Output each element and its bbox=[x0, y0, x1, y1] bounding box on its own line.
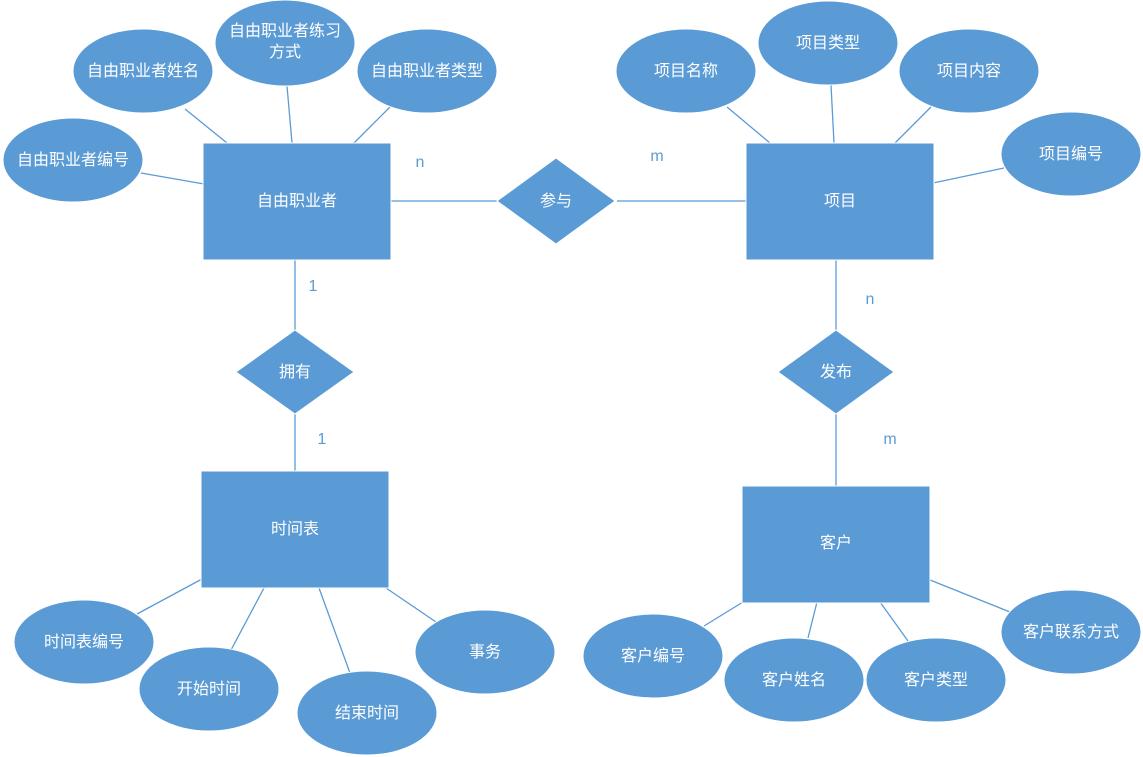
connector-lines bbox=[136, 84, 1011, 674]
svg-text:自由职业者编号: 自由职业者编号 bbox=[17, 150, 129, 169]
svg-text:自由职业者练习: 自由职业者练习 bbox=[229, 21, 341, 40]
svg-text:自由职业者类型: 自由职业者类型 bbox=[371, 61, 483, 80]
cardinality-participate-project: m bbox=[650, 148, 663, 165]
relationship-label: 参与 bbox=[540, 191, 572, 210]
attribute-start-time[interactable]: 开始时间 bbox=[138, 646, 280, 732]
svg-text:时间表编号: 时间表编号 bbox=[44, 632, 124, 651]
cardinality-publish-client: m bbox=[883, 431, 896, 448]
entity-box bbox=[202, 142, 392, 261]
relationship-diamond bbox=[235, 329, 355, 415]
cardinality-participate-freelancer: n bbox=[416, 154, 425, 171]
attribute-project-name[interactable]: 项目名称 bbox=[615, 28, 757, 114]
edge-attr-start-time bbox=[230, 587, 265, 651]
attribute-affair[interactable]: 事务 bbox=[414, 609, 556, 695]
attribute-project-id[interactable]: 项目编号 bbox=[1000, 111, 1142, 197]
edge-attr-project-id bbox=[932, 167, 1005, 184]
edge-attr-freelancer-id bbox=[140, 172, 205, 185]
entity-client[interactable]: 客户 bbox=[741, 485, 931, 604]
attribute-freelancer-name[interactable]: 自由职业者姓名 bbox=[72, 28, 214, 114]
svg-text:项目内容: 项目内容 bbox=[937, 61, 1001, 80]
entity-label: 客户 bbox=[820, 533, 852, 552]
svg-text:事务: 事务 bbox=[469, 642, 501, 661]
relationship-label: 拥有 bbox=[279, 362, 311, 381]
attribute-project-type[interactable]: 项目类型 bbox=[757, 0, 899, 86]
attribute-client-name[interactable]: 客户姓名 bbox=[723, 637, 865, 723]
edge-attr-affair bbox=[385, 587, 437, 623]
entity-label: 项目 bbox=[824, 191, 856, 210]
svg-text:自由职业者姓名: 自由职业者姓名 bbox=[87, 61, 199, 80]
edge-attr-freelancer-name bbox=[184, 108, 228, 144]
svg-text:客户编号: 客户编号 bbox=[621, 646, 685, 665]
entity-box bbox=[200, 470, 390, 589]
edge-attr-client-contact bbox=[929, 579, 1011, 613]
svg-text:项目类型: 项目类型 bbox=[796, 33, 860, 52]
attribute-freelancer-id[interactable]: 自由职业者编号 bbox=[2, 117, 144, 203]
svg-text:项目编号: 项目编号 bbox=[1039, 144, 1103, 163]
relationship-participate[interactable]: 参与 bbox=[496, 157, 616, 245]
entity-box bbox=[741, 485, 931, 604]
attribute-timetable-id[interactable]: 时间表编号 bbox=[13, 599, 155, 685]
edge-attr-client-type bbox=[879, 601, 909, 642]
edge-attr-project-name bbox=[726, 106, 771, 144]
edge-attr-client-name bbox=[807, 601, 818, 639]
edge-attr-end-time bbox=[318, 587, 351, 674]
entity-freelancer[interactable]: 自由职业者 bbox=[202, 142, 392, 261]
attribute-client-contact[interactable]: 客户联系方式 bbox=[1000, 589, 1142, 675]
svg-text:客户姓名: 客户姓名 bbox=[762, 670, 826, 689]
cardinality-own-freelancer: 1 bbox=[309, 278, 318, 295]
attribute-client-id[interactable]: 客户编号 bbox=[582, 613, 724, 699]
entity-box bbox=[745, 142, 935, 261]
attribute-client-type[interactable]: 客户类型 bbox=[865, 637, 1007, 723]
svg-text:开始时间: 开始时间 bbox=[177, 679, 241, 698]
svg-text:方式: 方式 bbox=[269, 42, 301, 61]
svg-text:项目名称: 项目名称 bbox=[654, 61, 718, 80]
edge-attr-freelancer-type bbox=[353, 106, 391, 144]
relationship-diamond bbox=[496, 157, 616, 245]
entity-label: 时间表 bbox=[271, 519, 319, 538]
cardinality-publish-project: n bbox=[866, 291, 875, 308]
attribute-project-content[interactable]: 项目内容 bbox=[898, 28, 1040, 114]
relationship-diamond bbox=[777, 329, 895, 415]
entity-project[interactable]: 项目 bbox=[745, 142, 935, 261]
relationship-own[interactable]: 拥有 bbox=[235, 329, 355, 415]
relationship-label: 发布 bbox=[820, 362, 852, 381]
entity-timetable[interactable]: 时间表 bbox=[200, 470, 390, 589]
entity-label: 自由职业者 bbox=[257, 191, 337, 210]
svg-text:客户类型: 客户类型 bbox=[904, 670, 968, 689]
edge-attr-project-type bbox=[830, 84, 835, 144]
svg-text:客户联系方式: 客户联系方式 bbox=[1023, 622, 1119, 641]
svg-text:结束时间: 结束时间 bbox=[335, 703, 399, 722]
relationship-publish[interactable]: 发布 bbox=[777, 329, 895, 415]
edge-attr-timetable-id bbox=[136, 578, 203, 615]
edge-attr-client-id bbox=[703, 601, 744, 627]
cardinality-own-timetable: 1 bbox=[318, 431, 327, 448]
edge-attr-freelancer-practice bbox=[286, 85, 293, 144]
attribute-freelancer-type[interactable]: 自由职业者类型 bbox=[356, 28, 498, 114]
attribute-end-time[interactable]: 结束时间 bbox=[296, 670, 438, 756]
edge-attr-project-content bbox=[894, 106, 932, 144]
attribute-freelancer-practice[interactable]: 自由职业者练习 方式 bbox=[214, 0, 356, 87]
